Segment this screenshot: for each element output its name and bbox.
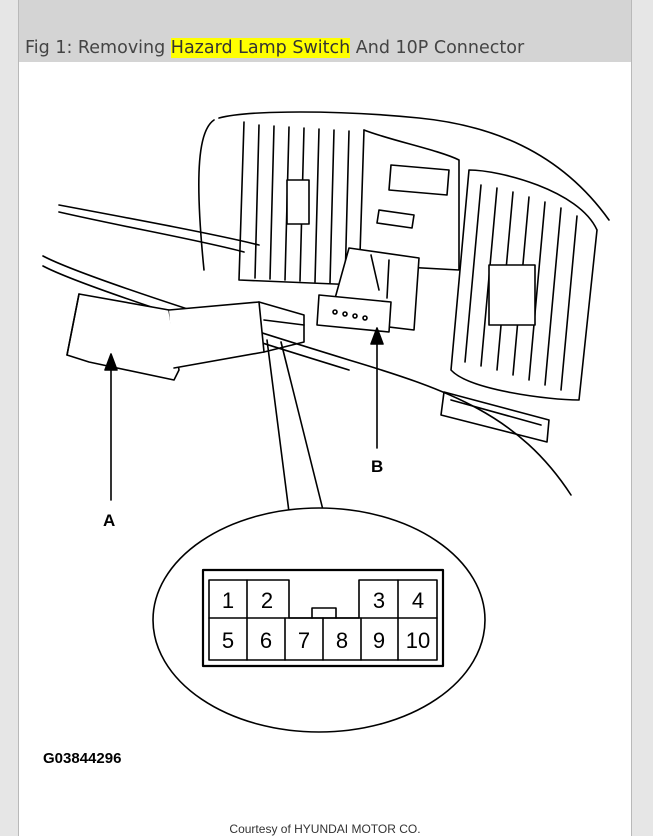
arrow-a xyxy=(104,353,118,501)
figure-id: G03844296 xyxy=(43,750,122,767)
pin-label: 10 xyxy=(406,628,430,653)
right-air-vent xyxy=(450,169,598,401)
courtesy-line: Courtesy of HYUNDAI MOTOR CO. xyxy=(229,822,421,836)
arrow-b xyxy=(370,327,384,449)
pin-label: 7 xyxy=(298,628,310,653)
pin-label: 9 xyxy=(373,628,385,653)
hazard-switch-diagram: A B 1 2 3 4 5 6 7 8 9 10 xyxy=(42,111,610,733)
caption-highlight: Hazard Lamp Switch xyxy=(170,38,351,58)
label-b: B xyxy=(371,457,383,476)
caption-prefix: Fig 1: Removing xyxy=(25,38,171,58)
pin-label: 6 xyxy=(260,628,272,653)
figure-caption: Fig 1: Removing Hazard Lamp Switch And 1… xyxy=(25,37,524,59)
connector-pins: 1 2 3 4 5 6 7 8 9 10 xyxy=(222,588,430,653)
label-a: A xyxy=(103,511,115,530)
pin-label: 5 xyxy=(222,628,234,653)
lower-slot xyxy=(440,391,550,443)
hazard-switch-b xyxy=(316,247,420,333)
callout-lines xyxy=(266,339,325,515)
pin-label: 1 xyxy=(222,588,234,613)
caption-suffix: And 10P Connector xyxy=(350,38,525,58)
pin-label: 2 xyxy=(261,588,273,613)
document-page: Fig 1: Removing Hazard Lamp Switch And 1… xyxy=(18,0,632,836)
caption-bar: Fig 1: Removing Hazard Lamp Switch And 1… xyxy=(19,0,631,62)
pin-label: 3 xyxy=(373,588,385,613)
module-a xyxy=(66,293,305,381)
pin-label: 8 xyxy=(336,628,348,653)
center-panel xyxy=(363,129,460,271)
pin-label: 4 xyxy=(412,588,424,613)
connector-callout xyxy=(152,507,486,733)
